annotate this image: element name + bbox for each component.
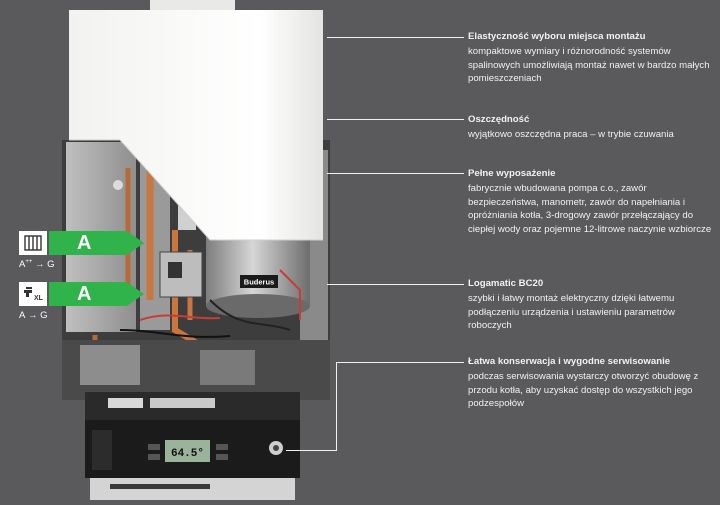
display [165, 440, 210, 462]
energy-class: A [77, 283, 92, 305]
feature-text: szybki i łatwy montaż elektryczny dzięki… [468, 293, 675, 332]
feature-text: wyjątkowo oszczędna praca – w trybie czu… [468, 129, 674, 141]
feature-title: Logamatic BC20 [468, 278, 544, 289]
brand-plate [240, 275, 278, 288]
leader-line [327, 284, 464, 285]
display-readout: 64.5° [171, 448, 204, 460]
feature-title: Elastyczność wyboru miejsca montażu [468, 31, 646, 42]
feature-savings: Oszczędność wyjątkowo oszczędna praca – … [468, 113, 716, 142]
feature-text: podczas serwisowania wystarczy otworzyć … [468, 371, 699, 410]
brand-plate-text: Buderus [244, 278, 274, 287]
feature-controller: Logamatic BC20 szybki i łatwy montaż ele… [468, 277, 716, 333]
feature-title: Łatwa konserwacja i wygodne serwisowanie [468, 356, 671, 367]
leader-line [327, 119, 464, 120]
leader-line [327, 37, 464, 38]
feature-title: Pełne wyposażenie [468, 168, 556, 179]
energy-range-heating: A++ → G [19, 259, 55, 271]
front-cover [69, 10, 323, 240]
energy-range-water: A → G [19, 310, 48, 322]
feature-text: fabrycznie wbudowana pompa c.o., zawór b… [468, 183, 712, 235]
energy-class: A [77, 232, 92, 254]
leader-line [327, 173, 464, 174]
svg-text:XL: XL [34, 295, 44, 302]
leader-line [336, 362, 464, 363]
feature-installation: Elastyczność wyboru miejsca montażu komp… [468, 30, 716, 86]
radiator-icon [19, 231, 47, 255]
feature-service: Łatwa konserwacja i wygodne serwisowanie… [468, 355, 716, 411]
feature-title: Oszczędność [468, 114, 530, 125]
energy-class-arrow [49, 231, 144, 255]
leader-line [336, 362, 337, 450]
energy-class-arrow [49, 282, 144, 306]
tap-xl-icon: XL [19, 282, 47, 306]
feature-equipment: Pełne wyposażenie fabrycznie wbudowana p… [468, 167, 716, 236]
feature-text: kompaktowe wymiary i różnorodność system… [468, 46, 710, 85]
leader-line [286, 450, 337, 451]
